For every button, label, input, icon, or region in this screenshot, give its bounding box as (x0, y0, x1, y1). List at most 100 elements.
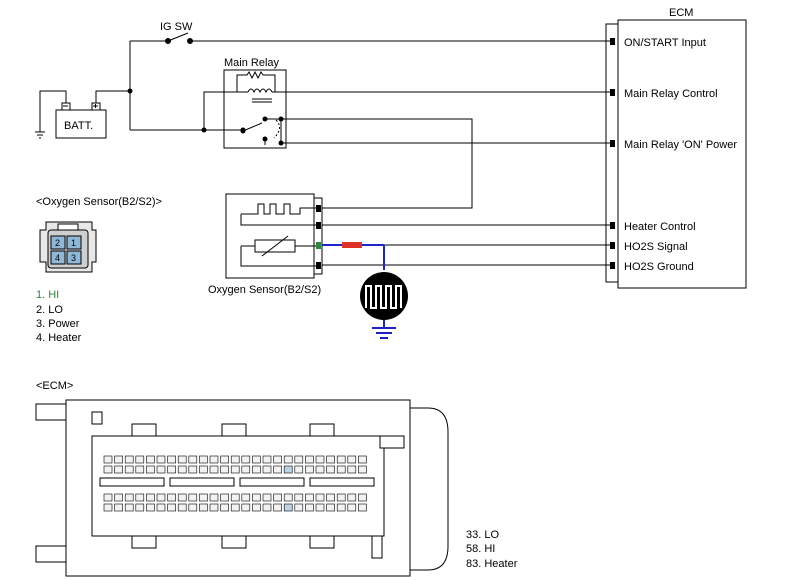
ecm-pin-cavity (230, 465, 240, 474)
ecm-pin-cavity (358, 455, 367, 464)
ecm-pin-cavity (294, 465, 304, 474)
ecm-pin-cavity (315, 455, 325, 464)
ecm-pin-cavity (273, 455, 282, 464)
wire-relay-on-power (264, 118, 610, 145)
connector-pin-3: 3 (71, 253, 76, 263)
ecm-pin-cavity (156, 493, 166, 502)
ecm-pin-cavity (124, 455, 134, 464)
ecm-pin-cavity (220, 465, 229, 474)
ecm-pin-cavity (167, 465, 176, 474)
ecm-pin-cavity (124, 493, 134, 502)
ecm-legend-hi: 58. HI (466, 543, 495, 555)
pin-legend-hi: 1. HI (36, 289, 59, 301)
ecm-pin-heater-control: Heater Control (624, 221, 696, 233)
ecm-pin-cavity (283, 493, 293, 502)
ecm-pin-cavity (167, 455, 176, 464)
ig-sw-label: IG SW (160, 21, 193, 33)
ecm-title: ECM (669, 7, 693, 19)
ecm-pin-cavity (336, 503, 346, 512)
wire-batt-pos (95, 90, 130, 103)
ecm-pin-cavity (305, 503, 314, 512)
ecm-pin-cavity (146, 493, 155, 502)
heater-element-icon (241, 203, 316, 215)
ecm-pin-cavity (294, 503, 304, 512)
ecm-pin-cavity (114, 455, 123, 464)
ecm-pin-cavity (294, 493, 304, 502)
ecm-pin-cavity (241, 503, 251, 512)
connector-title: <Oxygen Sensor(B2/S2)> (36, 196, 162, 208)
ecm-pin-cavity (241, 465, 251, 474)
ecm-pin-cavity (326, 455, 335, 464)
ecm-pin-cavity (199, 455, 208, 464)
battery: BATT. (55, 102, 107, 139)
ecm-pin-cavity (273, 465, 282, 474)
ecm-pin-cavity (199, 465, 208, 474)
sensor-terminal-hi (316, 242, 321, 249)
sensor-terminals (316, 205, 321, 269)
ecm-connector-title: <ECM> (36, 380, 73, 392)
ecm-pin-cavity (262, 493, 272, 502)
ecm-pin-cavity (336, 465, 346, 474)
wire-batt-ground (39, 90, 67, 132)
ecm-pin-cavity (103, 465, 113, 474)
ecm-pin-on-start: ON/START Input (624, 37, 706, 49)
pin-legend-lo: 2. LO (36, 304, 63, 316)
ecm-pin-ho2s-ground: HO2S Ground (624, 261, 694, 273)
ecm-pin-cavity (220, 493, 229, 502)
ecm-pin-grid (103, 455, 367, 512)
ecm-pin-cavity (124, 503, 134, 512)
ecm-pin-cavity (283, 503, 293, 512)
ecm-pin-cavity (273, 503, 282, 512)
ecm-pin-cavity (315, 465, 325, 474)
oxygen-sensor-label: Oxygen Sensor(B2/S2) (208, 284, 321, 296)
sensing-wires (240, 245, 316, 267)
ecm-pin-cavity (156, 455, 166, 464)
ecm-pin-cavity (283, 455, 293, 464)
ecm-pin-cavity (220, 503, 229, 512)
ecm-pin-cavity (199, 493, 208, 502)
ecm-pin-cavity (252, 455, 261, 464)
ecm-pin-cavity (358, 503, 367, 512)
ecm-pin-cavity (188, 465, 198, 474)
ecm-pin-cavity (347, 493, 357, 502)
ecm-pin-cavity (358, 493, 367, 502)
ecm-legend: 33. LO 58. HI 83. Heater (466, 529, 518, 570)
ecm-pin-cavity (103, 455, 113, 464)
ecm-pin-cavity (177, 455, 187, 464)
ecm-pin-cavity (326, 503, 335, 512)
ecm-pin-cavity (252, 493, 261, 502)
ig-switch (165, 32, 193, 44)
ecm-connector (35, 399, 449, 577)
ecm-pin-cavity (156, 465, 166, 474)
wire-heater-power (281, 118, 473, 209)
pin-legend-heater: 4. Heater (36, 332, 82, 344)
shield-pattern (365, 285, 402, 309)
ecm-pin-cavity (326, 465, 335, 474)
ecm-pin-cavity (305, 493, 314, 502)
ecm-pin-cavity (336, 455, 346, 464)
ecm-pin-cavity (114, 503, 123, 512)
main-relay-box (223, 69, 287, 149)
ecm-pin-cavity (326, 493, 335, 502)
connector-pin-1: 1 (71, 238, 76, 248)
ecm-pin-cavity (209, 503, 219, 512)
ecm-pin-cavity (252, 503, 261, 512)
pin-legend: 1. HI 2. LO 3. Power 4. Heater (36, 289, 82, 344)
ecm-pin-labels: ON/START Input Main Relay Control Main R… (624, 37, 737, 273)
ecm-pin-main-relay-on-power: Main Relay 'ON' Power (624, 139, 737, 151)
ecm-pin-cavity (305, 455, 314, 464)
ecm-pin-cavity (273, 493, 282, 502)
ecm-pin-cavity (294, 455, 304, 464)
ecm-pin-cavity (283, 465, 293, 474)
ecm-pin-cavity (241, 455, 251, 464)
ecm-pin-cavity (177, 465, 187, 474)
ecm-box (617, 19, 747, 289)
ecm-pin-cavity (315, 493, 325, 502)
ecm-pin-cavity (347, 503, 357, 512)
ecm-pin-ho2s-signal: HO2S Signal (624, 241, 688, 253)
ecm-pin-cavity (315, 503, 325, 512)
ecm-pin-cavity (241, 493, 251, 502)
ecm-pin-cavity (146, 455, 155, 464)
ground-icon (372, 327, 396, 339)
